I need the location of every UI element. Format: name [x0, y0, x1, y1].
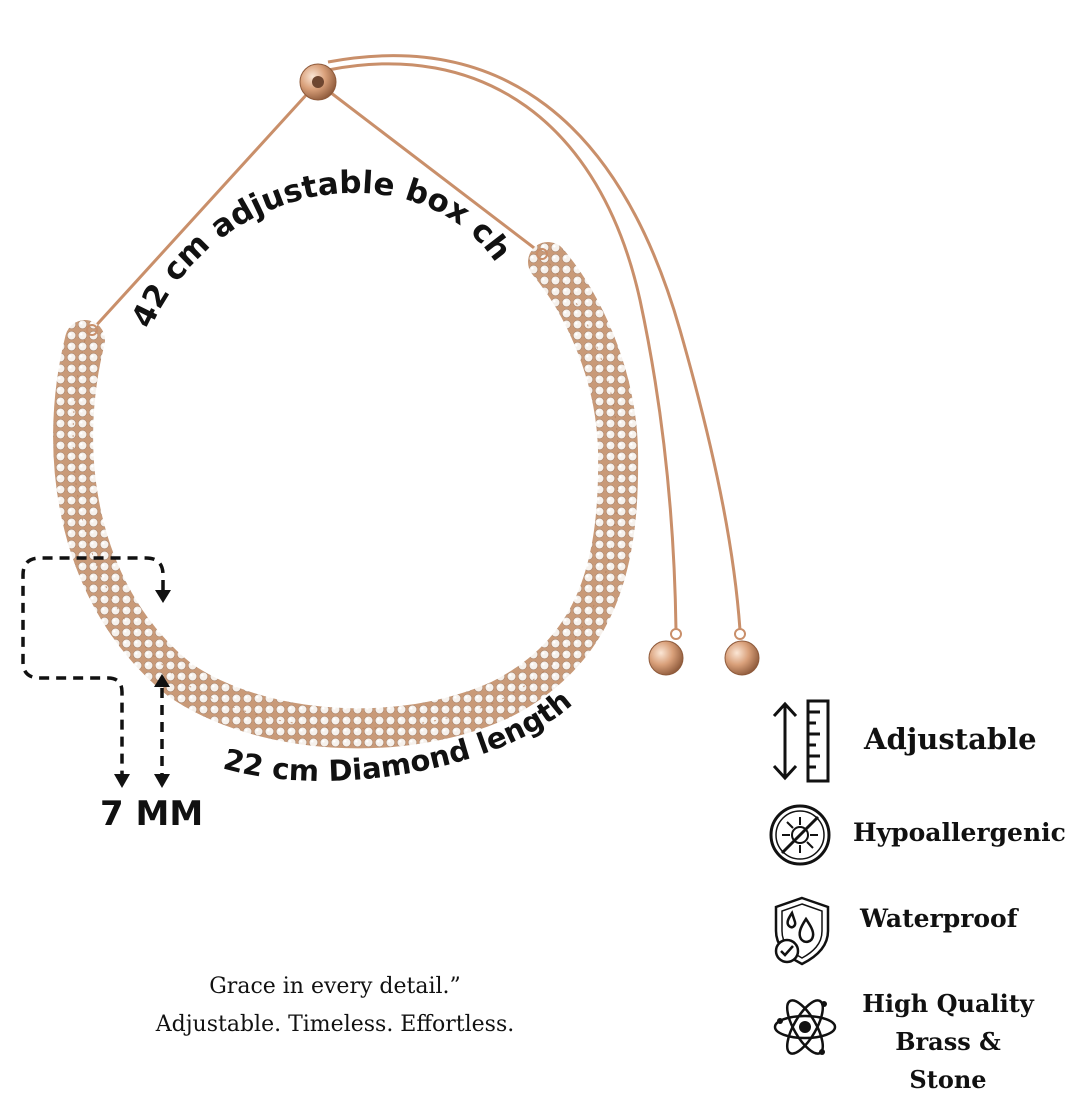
width-label: 7 MM	[100, 794, 203, 834]
chain-tail-2	[327, 54, 742, 631]
chain-right-inner	[321, 84, 543, 256]
feature-adjustable: Adjustable	[864, 722, 1037, 756]
feature-quality-line1: High Quality	[862, 989, 1034, 1018]
feature-quality: High Quality Brass & Stone	[858, 985, 1038, 1099]
box-chain	[90, 54, 742, 631]
end-bead-right	[724, 628, 760, 676]
feature-quality-line2: Brass & Stone	[895, 1027, 1001, 1094]
atom-icon	[773, 999, 837, 1055]
tagline: Grace in every detail.” Adjustable. Time…	[120, 968, 550, 1044]
tagline-line1: Grace in every detail.”	[209, 974, 461, 999]
no-allergen-icon	[769, 804, 831, 866]
chain-length-label: 42 cm adjustable box chain	[0, 0, 518, 333]
feature-waterproof: Waterproof	[860, 904, 1018, 933]
width-measure	[21, 556, 165, 775]
end-bead-left	[648, 628, 684, 676]
feature-hypoallergenic: Hypoallergenic	[853, 818, 1066, 847]
ruler-arrows-icon	[772, 699, 830, 783]
water-shield-icon	[774, 896, 830, 966]
tagline-line2: Adjustable. Timeless. Effortless.	[155, 1012, 515, 1037]
arrowheads	[114, 590, 171, 788]
chain-left	[90, 80, 320, 332]
chain-tail-1	[327, 62, 678, 631]
